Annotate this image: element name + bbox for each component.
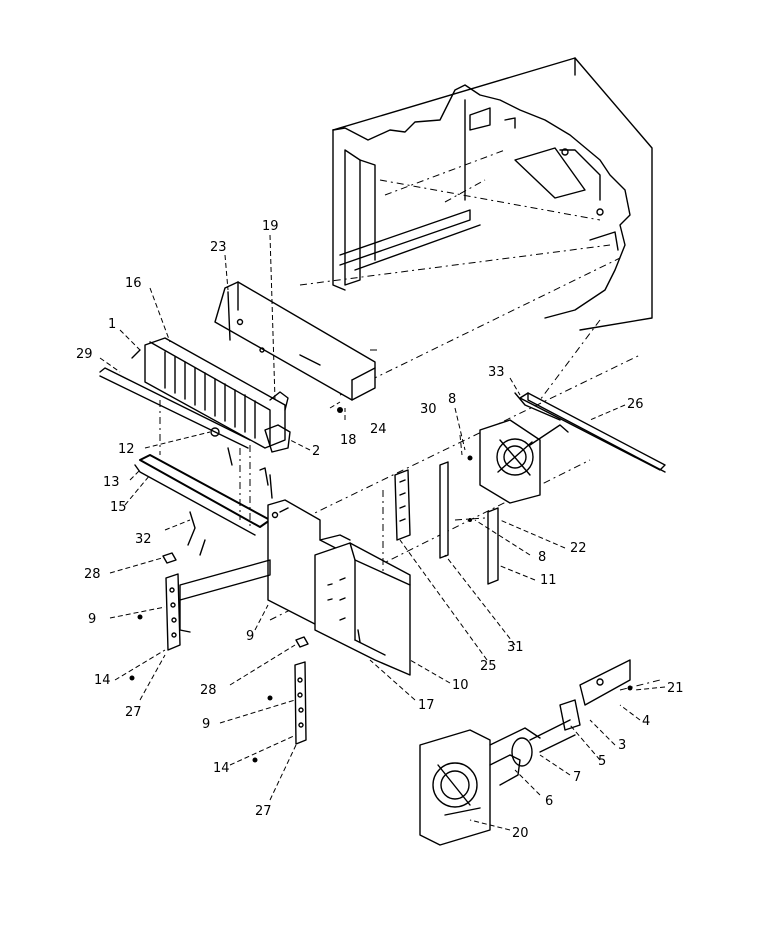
rail [519,392,666,473]
cabinet-liner [332,57,653,331]
callout-25: 25 [480,659,497,674]
callout-14a: 14 [94,673,111,688]
callout-28b: 28 [200,683,217,698]
callout-9c: 9 [202,717,210,732]
callout-17: 17 [418,698,435,713]
callout-5: 5 [598,754,606,769]
fan-bracket-assembly [454,392,569,585]
callout-18: 18 [340,433,357,448]
callout-32: 32 [135,532,152,547]
callout-30: 30 [420,402,437,417]
callout-9a: 9 [88,612,96,627]
bracket-center [294,636,309,745]
evaporator-coil [99,337,291,466]
callout-31: 31 [507,640,524,655]
fan-motor-assembly [419,659,661,846]
callout-28a: 28 [84,567,101,582]
callout-15: 15 [110,500,127,515]
callout-9b: 9 [246,629,254,644]
callout-6: 6 [545,794,553,809]
callout-24: 24 [370,422,387,437]
leader-lines [99,234,666,831]
callout-16: 16 [125,276,142,291]
callout-12: 12 [118,442,135,457]
callout-11: 11 [540,573,557,588]
channel-brackets [382,461,449,575]
callout-26: 26 [627,397,644,412]
callout-2: 2 [312,444,320,459]
callout-19: 19 [262,219,279,234]
fan-shroud-panel [314,542,411,676]
callout-8b: 8 [538,550,546,565]
callout-27a: 27 [125,705,142,720]
callout-8a: 8 [448,392,456,407]
callout-20: 20 [512,826,529,841]
evaporator-cover [214,281,376,401]
callout-23: 23 [210,240,227,255]
callout-33: 33 [488,365,505,380]
callout-10: 10 [452,678,469,693]
projection-lines [269,149,641,621]
callout-7: 7 [573,770,581,785]
callout-4: 4 [642,714,650,729]
bracket-left [162,552,181,651]
terminal-block [259,467,273,499]
callout-29: 29 [76,347,93,362]
callout-27b: 27 [255,804,272,819]
callout-21: 21 [667,681,684,696]
callout-13: 13 [103,475,120,490]
callout-3: 3 [618,738,626,753]
screws [129,407,633,763]
callout-14b: 14 [213,761,230,776]
callout-labels: 1 2 3 4 5 6 7 8 8 9 9 9 10 11 12 13 14 1… [76,219,684,841]
callout-22: 22 [570,541,587,556]
callout-1: 1 [108,317,116,332]
